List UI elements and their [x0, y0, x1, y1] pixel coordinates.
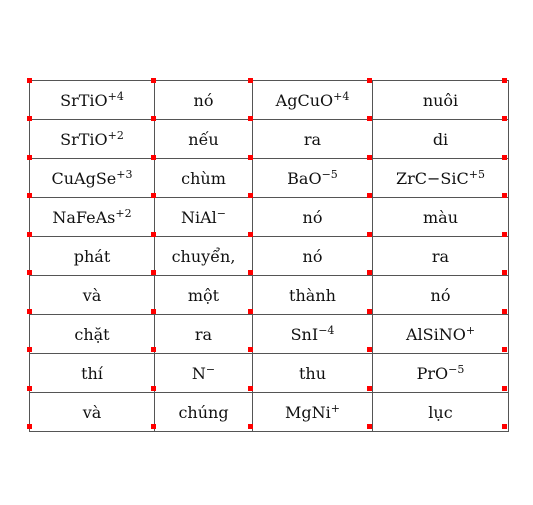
table-cell: NiAl− — [154, 197, 253, 237]
cell-text: ra — [303, 129, 322, 149]
cell-text: phát — [73, 246, 111, 266]
cell-text: và — [82, 285, 102, 305]
table-cell: SrTiO+2 — [29, 119, 155, 159]
cell-text: NaFeAs — [52, 207, 116, 227]
cell-superscript: + — [465, 323, 476, 337]
table-cell: NaFeAs+2 — [29, 197, 155, 237]
cell-text: lục — [428, 402, 453, 422]
table-cell: AlSiNO+ — [372, 314, 509, 354]
table-cell: SnI−4 — [252, 314, 373, 354]
cell-text: chúng — [178, 402, 229, 422]
table-cell: nó — [372, 275, 509, 315]
table-cell: nó — [252, 197, 373, 237]
cell-superscript: +5 — [468, 167, 485, 181]
cell-superscript: +4 — [107, 89, 124, 103]
table-cell: một — [154, 275, 253, 315]
cell-text: nếu — [188, 129, 219, 149]
table-cell: chúng — [154, 392, 253, 432]
cell-text: SrTiO — [60, 90, 108, 110]
cell-text: chùm — [181, 168, 226, 188]
cell-text: SnI — [290, 324, 319, 344]
table-cell: CuAgSe+3 — [29, 158, 155, 198]
cell-text: nó — [302, 207, 323, 227]
cell-text: thí — [81, 363, 103, 383]
table-cell: N− — [154, 353, 253, 393]
cell-text: thu — [298, 363, 327, 383]
cell-text: CuAgSe — [51, 168, 117, 188]
table-cell: thu — [252, 353, 373, 393]
table-cell: SrTiO+4 — [29, 80, 155, 120]
table-cell: chuyển, — [154, 236, 253, 276]
cell-text: ZrC−SiC — [396, 168, 469, 188]
table-cell: AgCuO+4 — [252, 80, 373, 120]
table-cell: nuôi — [372, 80, 509, 120]
table-cell: ra — [154, 314, 253, 354]
table-cell: nó — [252, 236, 373, 276]
cell-text: N — [191, 363, 206, 383]
cell-text: chặt — [74, 324, 110, 344]
table-row: và chúng MgNi+ lục — [29, 392, 509, 432]
cell-superscript: −5 — [448, 362, 465, 376]
table-cell: chặt — [29, 314, 155, 354]
table-row: phát chuyển, nó ra — [29, 236, 509, 276]
cell-superscript: +2 — [107, 128, 124, 142]
cell-superscript: −5 — [321, 167, 338, 181]
cell-superscript: − — [216, 206, 226, 220]
cell-text: nó — [193, 90, 214, 110]
table-cell: chùm — [154, 158, 253, 198]
cell-superscript: −4 — [318, 323, 335, 337]
cell-superscript: +3 — [116, 167, 133, 181]
cell-text: SrTiO — [60, 129, 108, 149]
cell-text: PrO — [416, 363, 449, 383]
table-cell: PrO−5 — [372, 353, 509, 393]
cell-superscript: +2 — [115, 206, 132, 220]
cell-text: thành — [289, 285, 336, 305]
table-cell: ZrC−SiC+5 — [372, 158, 509, 198]
table-row: thí N− thu PrO−5 — [29, 353, 509, 393]
table-cell: nếu — [154, 119, 253, 159]
cell-superscript: + — [330, 401, 340, 415]
table-cell: di — [372, 119, 509, 159]
cell-text: nó — [430, 285, 451, 305]
table-cell: nó — [154, 80, 253, 120]
table-cell: thí — [29, 353, 155, 393]
table-cell: và — [29, 275, 155, 315]
cell-text: một — [187, 285, 220, 305]
table-cell: lục — [372, 392, 509, 432]
cell-text: NiAl — [180, 207, 217, 227]
cell-text: AlSiNO — [405, 324, 466, 344]
cell-text: AgCuO — [275, 90, 334, 110]
table-row: và một thành nó — [29, 275, 509, 315]
cell-text: chuyển, — [171, 246, 236, 266]
table-cell: thành — [252, 275, 373, 315]
table-cell: ra — [252, 119, 373, 159]
cell-text: và — [82, 402, 102, 422]
table-cell: ra — [372, 236, 509, 276]
cell-text: BaO — [287, 168, 322, 188]
cell-text: nuôi — [422, 90, 459, 110]
cell-text: MgNi — [285, 402, 331, 422]
table-cell: MgNi+ — [252, 392, 373, 432]
cell-superscript: − — [205, 362, 216, 376]
table-row: SrTiO+2 nếu ra di — [29, 119, 509, 159]
cell-text: màu — [422, 207, 458, 227]
table-cell: BaO−5 — [252, 158, 373, 198]
cell-superscript: +4 — [333, 89, 350, 103]
table-cell: và — [29, 392, 155, 432]
table-cell: phát — [29, 236, 155, 276]
cell-text: nó — [302, 246, 323, 266]
table-cell: màu — [372, 197, 509, 237]
cell-text: ra — [431, 246, 450, 266]
cell-text: ra — [194, 324, 213, 344]
cell-text: di — [432, 129, 449, 149]
